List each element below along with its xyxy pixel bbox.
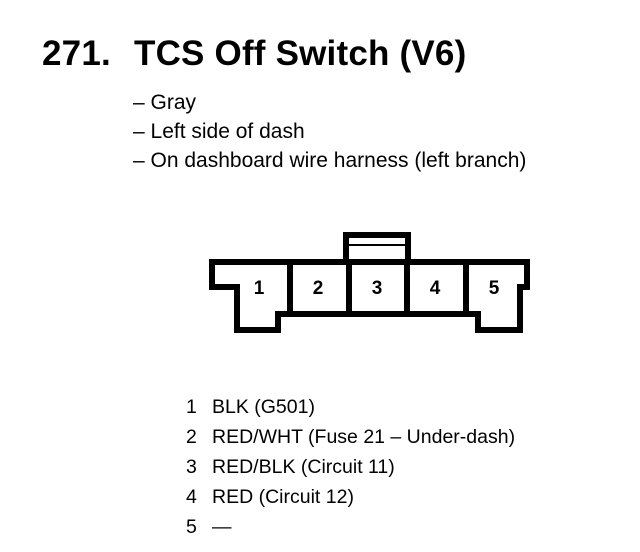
detail-color: – Gray: [133, 91, 197, 114]
pin-number: 2: [186, 426, 197, 448]
title-text: TCS Off Switch (V6): [134, 34, 467, 73]
pin-description: —: [212, 516, 232, 538]
pin-description: RED (Circuit 12): [212, 486, 354, 508]
cavity-label-1: 1: [254, 278, 265, 299]
component-details: – Gray – Left side of dash – On dashboar…: [133, 88, 526, 175]
connector-housing: [209, 259, 530, 333]
page-title: 271. TCS Off Switch (V6): [42, 34, 466, 74]
pinout-list: 1 BLK (G501) 2 RED/WHT (Fuse 21 – Under-…: [186, 392, 515, 542]
pinout-row: 5 —: [186, 512, 515, 542]
pin-number: 1: [186, 396, 197, 418]
pin-number: 5: [186, 516, 197, 538]
pin-description: RED/BLK (Circuit 11): [212, 456, 395, 478]
pinout-row: 4 RED (Circuit 12): [186, 482, 515, 512]
pinout-row: 1 BLK (G501): [186, 392, 515, 422]
pin-number: 4: [186, 486, 197, 508]
locking-tab: [343, 232, 411, 262]
pinout-row: 2 RED/WHT (Fuse 21 – Under-dash): [186, 422, 515, 452]
pin-description: BLK (G501): [212, 396, 315, 418]
cavity-label-4: 4: [430, 278, 441, 299]
detail-harness: – On dashboard wire harness (left branch…: [133, 149, 527, 172]
cavity-label-3: 3: [372, 278, 383, 299]
pin-number: 3: [186, 456, 197, 478]
cavity-label-2: 2: [313, 278, 324, 299]
title-number: 271.: [42, 34, 111, 73]
pinout-row: 3 RED/BLK (Circuit 11): [186, 452, 515, 482]
detail-location: – Left side of dash: [133, 120, 305, 143]
pin-description: RED/WHT (Fuse 21 – Under-dash): [212, 426, 516, 448]
cavity-label-5: 5: [489, 278, 500, 299]
